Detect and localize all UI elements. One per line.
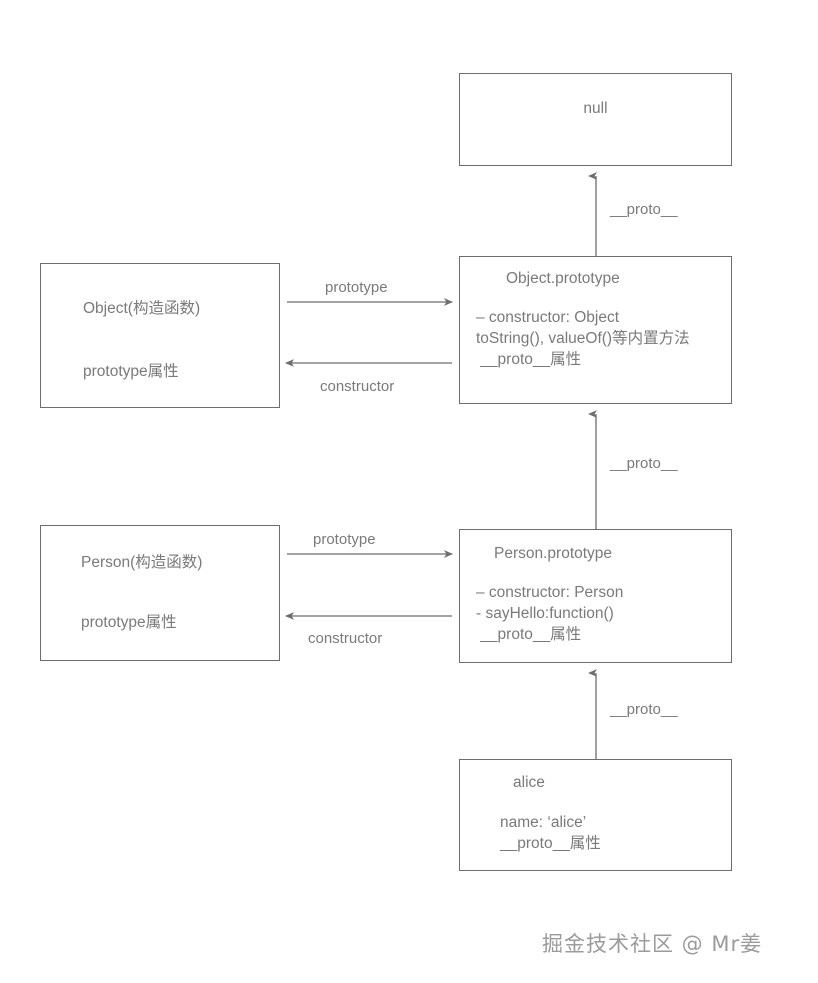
node-alice-body: name: ‘alice’ __proto__属性 — [500, 814, 601, 852]
node-object-prototype-title: Object.prototype — [506, 270, 620, 287]
node-object-constructor-title: Object(构造函数) — [83, 300, 201, 317]
edge-label-alice-to-personproto: __proto__ — [610, 701, 678, 718]
node-person-constructor[interactable]: Person(构造函数) prototype属性 — [40, 525, 280, 661]
edge-label-personproto-to-personctor: constructor — [308, 630, 383, 647]
node-null-title: null — [583, 100, 608, 117]
node-object-prototype[interactable]: Object.prototype – constructor: Object t… — [459, 256, 732, 404]
node-alice[interactable]: alice name: ‘alice’ __proto__属性 — [459, 759, 732, 871]
node-person-prototype-body: – constructor: Person - sayHello:functio… — [476, 584, 624, 643]
node-person-constructor-body: prototype属性 — [81, 614, 177, 631]
node-object-prototype-body: – constructor: Object toString(), valueO… — [476, 309, 690, 368]
edge-label-personctor-to-personproto: prototype — [313, 531, 376, 548]
edge-label-objectctor-to-objectproto: prototype — [325, 279, 388, 296]
edge-label-objectproto-to-objectctor: constructor — [320, 378, 395, 395]
node-object-constructor[interactable]: Object(构造函数) prototype属性 — [40, 263, 280, 408]
node-person-constructor-title: Person(构造函数) — [81, 554, 203, 571]
node-person-prototype[interactable]: Person.prototype – constructor: Person -… — [459, 529, 732, 663]
watermark: 掘金技术社区 @ Mr姜 — [542, 932, 763, 956]
node-null[interactable]: null — [459, 73, 732, 166]
node-person-prototype-title: Person.prototype — [494, 545, 613, 562]
edge-label-personproto-to-objectproto: __proto__ — [610, 455, 678, 472]
node-object-constructor-body: prototype属性 — [83, 363, 179, 380]
edge-label-objectproto-to-null: __proto__ — [610, 201, 678, 218]
node-alice-title: alice — [513, 774, 545, 791]
